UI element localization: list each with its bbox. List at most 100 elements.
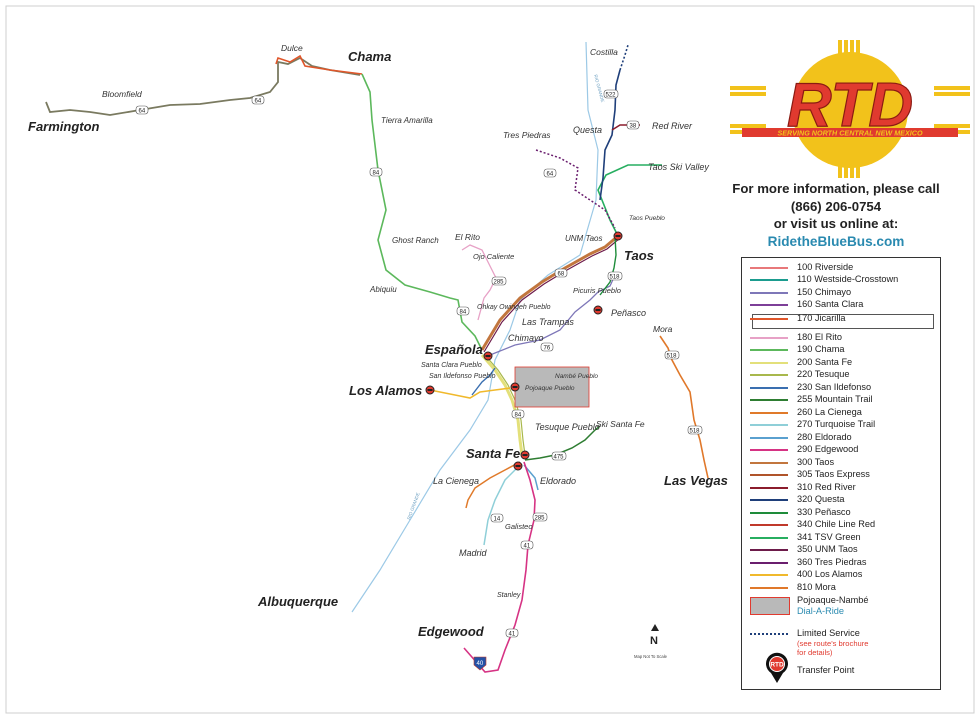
town-label: Ghost Ranch <box>392 236 439 245</box>
contact-info: For more information, please call (866) … <box>725 180 947 250</box>
transfer-point-icon <box>483 351 493 361</box>
town-label: Pojoaque Pueblo <box>525 385 575 392</box>
svg-text:41: 41 <box>509 632 516 638</box>
legend-route-item: 400 Los Alamos <box>750 569 938 581</box>
route-color-swatch <box>750 337 788 339</box>
highway-shield: 518 <box>664 350 680 360</box>
route-label: 230 San Ildefonso <box>797 382 872 392</box>
town-label: Taos Pueblo <box>629 215 665 222</box>
route-color-swatch <box>750 349 788 351</box>
transfer-point-icon <box>613 231 623 241</box>
limited-service-swatch <box>750 633 788 635</box>
rtd-tagline: SERVING NORTH CENTRAL NEW MEXICO <box>777 129 922 138</box>
city-label: Edgewood <box>418 624 485 639</box>
transfer-point-icon <box>593 305 603 315</box>
highway-shield: 285 <box>491 276 507 286</box>
legend-route-item: 190 Chama <box>750 344 938 356</box>
route-questa <box>599 69 621 201</box>
town-label: Stanley <box>497 592 521 599</box>
town-label: Mora <box>653 324 673 334</box>
town-label: La Cienega <box>433 476 479 486</box>
route-turquoise-trail <box>483 464 521 546</box>
rio-grande-river <box>351 41 599 613</box>
route-tsv <box>597 164 662 237</box>
route-color-swatch <box>750 437 788 439</box>
town-label: Santa Clara Pueblo <box>421 362 482 369</box>
town-label: El Rito <box>455 232 480 242</box>
town-label: Tres Piedras <box>503 130 551 140</box>
legend-route-item: 360 Tres Piedras <box>750 557 938 569</box>
legend-route-item: 280 Eldorado <box>750 432 938 444</box>
town-label: Picuris Pueblo <box>573 286 621 295</box>
route-el-rito <box>461 244 497 321</box>
town-label: Abiquiu <box>369 285 397 294</box>
route-label: 310 Red River <box>797 482 856 492</box>
route-label: 810 Mora <box>797 582 836 592</box>
highway-shield: 475 <box>551 451 567 461</box>
svg-text:64: 64 <box>547 172 554 178</box>
town-label: Eldorado <box>540 476 576 486</box>
route-santa-fe-trunk <box>480 354 524 456</box>
route-label: 255 Mountain Trail <box>797 394 873 404</box>
legend-route-item: 110 Westside-Crosstown <box>750 274 938 286</box>
svg-text:475: 475 <box>554 455 565 461</box>
limited-service-note: (see route's brochure <box>797 639 869 648</box>
route-color-swatch <box>750 374 788 376</box>
legend-route-item: 200 Santa Fe <box>750 357 938 369</box>
town-label: Las Trampas <box>522 317 574 327</box>
route-color-swatch <box>750 474 788 476</box>
svg-text:N: N <box>650 635 658 647</box>
route-label: 220 Tesuque <box>797 369 850 379</box>
dial-a-ride-swatch <box>750 597 790 615</box>
website-link[interactable]: RidetheBlueBus.com <box>767 233 905 249</box>
highway-shield: 84 <box>369 167 383 177</box>
city-label: Farmington <box>28 119 100 134</box>
route-label: 100 Riverside <box>797 262 854 272</box>
route-color-swatch <box>750 387 788 389</box>
legend-route-item: 255 Mountain Trail <box>750 394 938 406</box>
route-tres-piedras <box>535 149 616 229</box>
route-san-ildefonso <box>471 367 496 396</box>
route-label: 305 Taos Express <box>797 469 870 479</box>
phone-number: (866) 206-0754 <box>790 198 882 214</box>
route-los-alamos <box>429 387 511 399</box>
town-label: Madrid <box>459 548 488 558</box>
route-color-swatch <box>750 512 788 514</box>
highway-shield: 76 <box>540 342 554 352</box>
town-label: Costilla <box>590 47 618 57</box>
rtd-logo: RTD SERVING NORTH CENTRAL NEW MEXICO <box>730 40 970 178</box>
transfer-point-icon: RTD <box>766 652 788 683</box>
route-label: 180 El Rito <box>797 332 842 342</box>
highway-shield: 41 <box>520 540 534 550</box>
route-label: 190 Chama <box>797 344 845 354</box>
route-label: 280 Eldorado <box>797 432 852 442</box>
legend-route-item: 150 Chimayo <box>750 287 938 299</box>
svg-text:RTD: RTD <box>770 662 784 669</box>
route-label: 320 Questa <box>797 494 845 504</box>
highway-shield: 84 <box>511 409 525 419</box>
svg-text:40: 40 <box>477 661 484 667</box>
town-label: Questa <box>573 125 602 135</box>
town-label: Tesuque Pueblo <box>535 422 600 432</box>
town-label: UNM Taos <box>565 234 603 243</box>
city-label: Los Alamos <box>349 383 422 398</box>
city-label: Chama <box>348 49 391 64</box>
transfer-point-label: Transfer Point <box>797 665 855 675</box>
legend-route-item: 305 Taos Express <box>750 469 938 481</box>
dial-a-ride-label: Pojoaque-Nambé <box>797 595 869 605</box>
highway-shield: 518 <box>687 425 703 435</box>
route-color-swatch <box>750 537 788 539</box>
route-edgewood <box>463 461 536 673</box>
highway-shield: 64 <box>135 105 149 115</box>
legend-route-item: 340 Chile Line Red <box>750 519 938 531</box>
transfer-point-icon <box>520 450 530 460</box>
town-label: Peñasco <box>611 308 646 318</box>
route-label: 160 Santa Clara <box>797 299 864 309</box>
route-penasco <box>599 235 617 296</box>
interstate-shield: 40 <box>473 656 487 671</box>
route-label: 270 Turquoise Trail <box>797 419 876 429</box>
town-label: Nambé Pueblo <box>555 373 598 380</box>
info-line: or visit us online at: <box>773 216 899 231</box>
